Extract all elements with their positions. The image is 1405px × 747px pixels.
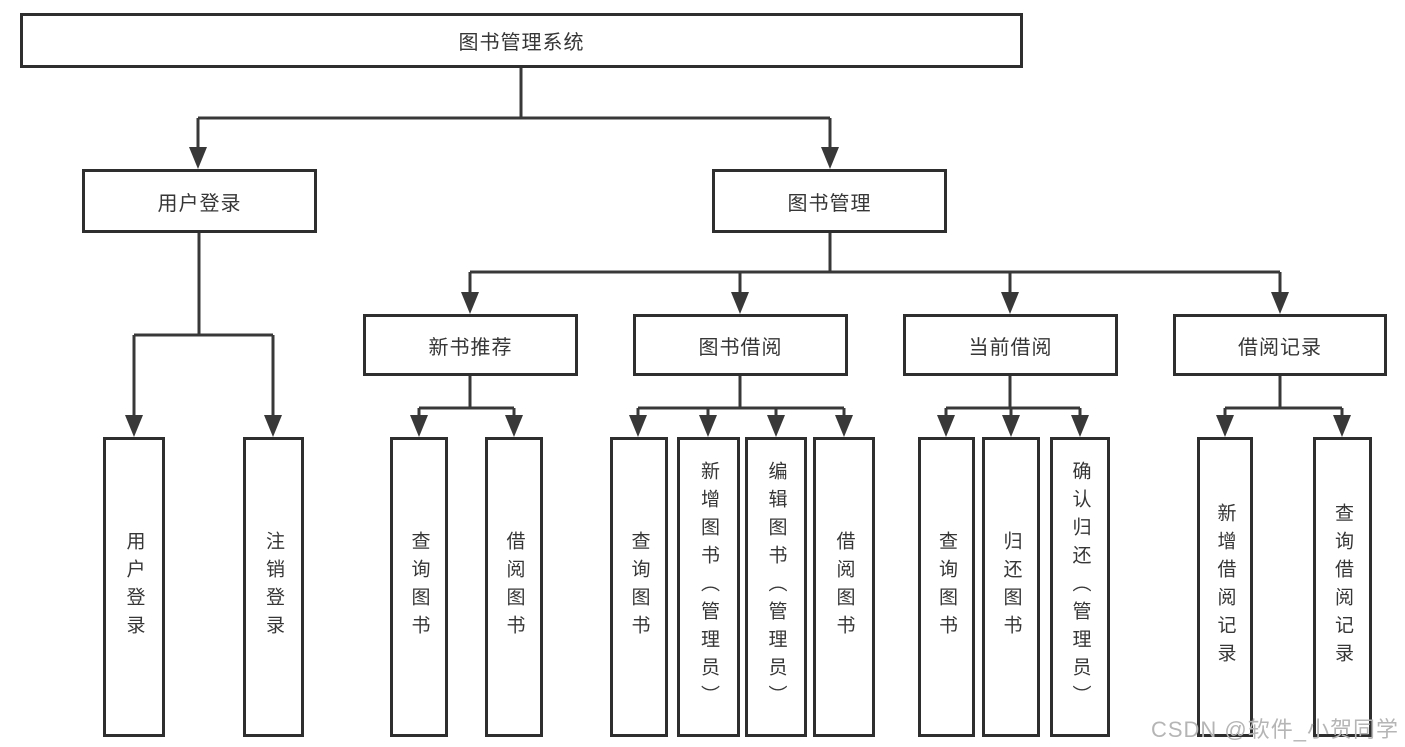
node-label: 借阅图书 bbox=[503, 531, 525, 643]
leaf-recommend-borrow-book: 借阅图书 bbox=[485, 437, 543, 737]
node-new-book-recommend: 新书推荐 bbox=[363, 314, 578, 376]
leaf-current-confirm-return-admin: 确认归还（管理员） bbox=[1050, 437, 1110, 737]
node-label: 新书推荐 bbox=[428, 336, 513, 359]
leaf-user-login: 用户登录 bbox=[103, 437, 165, 737]
node-label: 当前借阅 bbox=[968, 336, 1053, 359]
node-borrow-records: 借阅记录 bbox=[1173, 314, 1387, 376]
node-label: 编辑图书（管理员） bbox=[765, 461, 787, 713]
node-label: 注销登录 bbox=[263, 531, 284, 643]
node-label: 借阅记录 bbox=[1238, 336, 1322, 359]
node-label: 确认归还（管理员） bbox=[1069, 461, 1091, 713]
node-label: 用户登录 bbox=[123, 531, 145, 643]
leaf-record-query-borrow-record: 查询借阅记录 bbox=[1313, 437, 1372, 737]
leaf-borrowing-edit-book-admin: 编辑图书（管理员） bbox=[745, 437, 807, 737]
leaf-borrowing-borrow-book: 借阅图书 bbox=[813, 437, 875, 737]
node-label: 查询图书 bbox=[936, 531, 957, 643]
node-label: 用户登录 bbox=[157, 192, 242, 215]
node-label: 新增借阅记录 bbox=[1214, 503, 1236, 671]
node-label: 查询图书 bbox=[628, 531, 650, 643]
node-current-borrowing: 当前借阅 bbox=[903, 314, 1118, 376]
node-root-library-system: 图书管理系统 bbox=[20, 13, 1023, 68]
node-label: 图书借阅 bbox=[698, 336, 783, 359]
csdn-watermark: CSDN @软件_小贺同学 bbox=[1150, 717, 1399, 742]
leaf-current-return-book: 归还图书 bbox=[982, 437, 1040, 737]
leaf-current-query-book: 查询图书 bbox=[918, 437, 975, 737]
node-book-management: 图书管理 bbox=[712, 169, 947, 233]
leaf-borrowing-query-book: 查询图书 bbox=[610, 437, 668, 737]
node-label: 图书管理 bbox=[787, 192, 872, 215]
node-label: 查询图书 bbox=[408, 531, 430, 643]
leaf-logout: 注销登录 bbox=[243, 437, 304, 737]
node-user-login: 用户登录 bbox=[82, 169, 317, 233]
node-label: 归还图书 bbox=[1000, 531, 1022, 643]
node-book-borrowing: 图书借阅 bbox=[633, 314, 848, 376]
node-label: 新增图书（管理员） bbox=[698, 461, 719, 713]
leaf-record-add-borrow-record: 新增借阅记录 bbox=[1197, 437, 1253, 737]
leaf-recommend-query-book: 查询图书 bbox=[390, 437, 448, 737]
leaf-borrowing-add-book-admin: 新增图书（管理员） bbox=[677, 437, 740, 737]
node-label: 图书管理系统 bbox=[458, 32, 585, 54]
node-label: 借阅图书 bbox=[833, 531, 855, 643]
node-label: 查询借阅记录 bbox=[1332, 503, 1353, 671]
arrowheads bbox=[125, 147, 1351, 437]
